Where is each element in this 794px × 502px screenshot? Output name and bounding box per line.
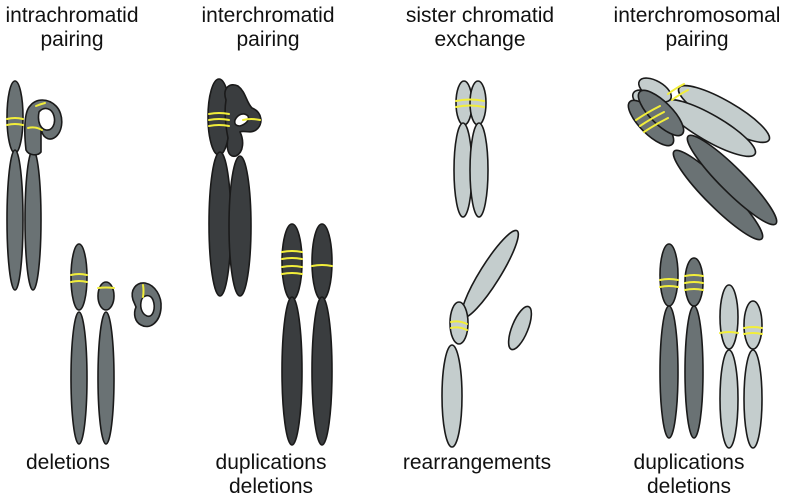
yellow-band	[684, 281, 704, 284]
yellow-band	[659, 285, 679, 288]
yellow-band	[208, 118, 230, 121]
chromatid-arm	[208, 151, 232, 297]
yellow-band	[455, 98, 485, 102]
yellow-band	[450, 320, 468, 325]
panel-4-outcome: duplications deletions	[614, 451, 764, 499]
panel-2-title: interchromatid pairing	[198, 4, 338, 52]
yellow-band	[635, 105, 661, 121]
yellow-band	[281, 272, 303, 275]
panel-4-title-line2: pairing	[665, 28, 729, 51]
chromatid-arm	[743, 300, 763, 350]
panel-2-outcome-line1: duplications	[215, 451, 327, 474]
chromatid-arm	[659, 305, 679, 439]
yellow-band	[70, 280, 88, 283]
panel-1-title-line2: pairing	[40, 28, 104, 51]
yellow-band	[97, 286, 115, 289]
chromatid-arm	[719, 284, 739, 350]
chromatid-arm	[70, 243, 88, 311]
panel-4-title-line1: interchromosomal	[613, 4, 781, 27]
panel-1-title: intrachromatid pairing	[0, 4, 144, 52]
chromatid-arm	[507, 305, 533, 351]
panel-3-outcome: rearrangements	[396, 451, 558, 475]
chromatid-arm	[281, 296, 303, 446]
chromatid-arm	[24, 149, 42, 291]
chromatid-arm	[441, 344, 463, 448]
chromatid-arm	[311, 223, 333, 301]
yellow-band	[455, 104, 485, 108]
chromatid-arm	[659, 243, 679, 307]
yellow-band	[684, 274, 704, 277]
chromatid-arm	[97, 311, 115, 445]
chromatid-arm	[684, 305, 704, 439]
yellow-band	[743, 332, 763, 335]
panel-3-result-chromosomes	[441, 229, 533, 448]
chromatid-arm	[469, 80, 487, 126]
panel-1-pairing-chromosome	[6, 80, 63, 291]
yellow-band	[659, 278, 679, 281]
chromatid-arm	[97, 281, 115, 311]
chromatid-arm	[311, 296, 333, 446]
panel-3-pairing-chromosome	[453, 80, 489, 218]
yellow-band	[281, 250, 303, 253]
panel-2-outcome: duplications deletions	[196, 451, 346, 499]
loop-hole	[37, 107, 56, 131]
panel-4-result-chromosomes	[659, 243, 763, 449]
chromatid-arm	[469, 122, 489, 218]
yellow-band	[450, 326, 468, 331]
panel-4-title: interchromosomal pairing	[604, 4, 790, 52]
yellow-band	[719, 331, 739, 334]
chromatid-arm	[6, 149, 24, 291]
ring-hole	[139, 294, 155, 318]
panel-2-outcome-line2: deletions	[228, 475, 314, 498]
gap	[233, 113, 250, 127]
yellow-band	[671, 89, 689, 101]
chromatid-arm	[449, 301, 469, 345]
chromatid-arm	[719, 349, 739, 449]
yellow-band	[639, 111, 665, 127]
yellow-band	[667, 83, 685, 95]
yellow-band	[142, 284, 145, 298]
panel-1-title-line1: intrachromatid	[5, 4, 139, 27]
chromatid-arm	[70, 311, 88, 445]
yellow-band	[281, 257, 303, 260]
yellow-band	[643, 117, 669, 133]
panel-3-title-line2: exchange	[434, 28, 526, 51]
yellow-band	[281, 265, 303, 268]
panel-2-title-line2: pairing	[236, 28, 300, 51]
panel-4-pairing-chromosomes	[627, 77, 778, 241]
panel-4-outcome-line1: duplications	[633, 451, 745, 474]
chromatid-arm	[281, 223, 303, 301]
panel-3-title: sister chromatid exchange	[400, 4, 560, 52]
panel-1-outcome-line1: deletions	[25, 451, 111, 474]
yellow-band	[35, 102, 46, 107]
chromatid-arm	[743, 349, 763, 449]
panel-2-title-line1: interchromatid	[201, 4, 335, 27]
panel-2-result-chromosomes	[281, 223, 333, 446]
chromatid-arm	[686, 134, 778, 226]
yellow-band	[27, 126, 43, 131]
chromatid-arm	[228, 155, 252, 297]
panel-1-outcome: deletions	[0, 451, 136, 475]
yellow-band	[70, 273, 88, 276]
panel-3-title-line1: sister chromatid	[405, 4, 555, 27]
panel-3-outcome-line1: rearrangements	[402, 451, 552, 474]
panel-4-outcome-line2: deletions	[646, 475, 732, 498]
panel-2-pairing-chromosome	[207, 78, 262, 297]
yellow-band	[242, 118, 261, 121]
panel-1-result-chromosomes	[70, 243, 162, 445]
yellow-band	[311, 264, 333, 267]
yellow-band	[6, 117, 24, 120]
yellow-band	[6, 123, 24, 126]
yellow-band	[208, 112, 230, 115]
yellow-band	[743, 326, 763, 329]
yellow-band	[684, 288, 704, 291]
yellow-band	[208, 124, 230, 127]
